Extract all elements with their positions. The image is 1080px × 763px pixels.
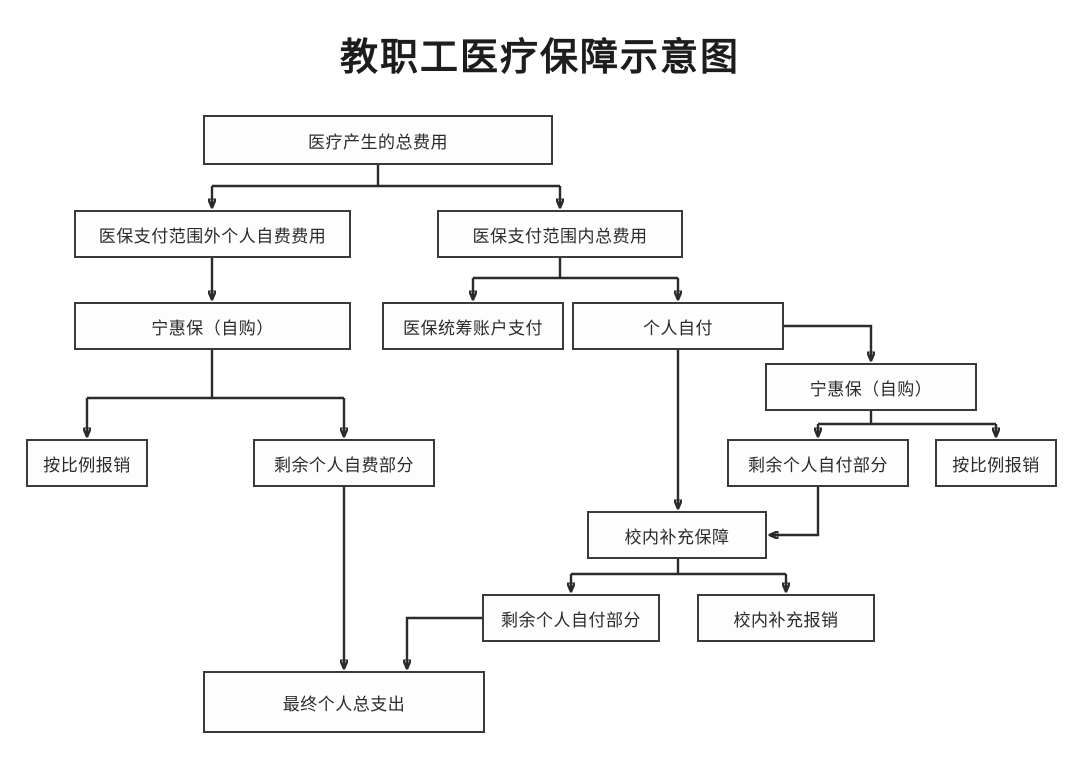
edge-remaining-right-to-campus-supplement: [770, 487, 820, 535]
node-label-final-total-personal-expense: 最终个人总支出: [282, 694, 406, 715]
node-label-ninghuibao-right: 宁惠保（自购）: [809, 379, 933, 400]
node-label-total-cost: 医疗产生的总费用: [308, 132, 448, 153]
node-label-remaining-personal-payment-right: 剩余个人自付部分: [748, 455, 888, 476]
node-label-personal-payment: 个人自付: [643, 318, 713, 339]
node-final-total-personal-expense[interactable]: 最终个人总支出: [203, 671, 485, 733]
node-personal-payment[interactable]: 个人自付: [572, 302, 784, 350]
node-label-pooled-account-payment: 医保统筹账户支付: [403, 318, 543, 339]
node-out-of-scope-self-paid[interactable]: 医保支付范围外个人自费费用: [74, 210, 351, 258]
node-remaining-personal-payment-bottom[interactable]: 剩余个人自付部分: [482, 594, 660, 642]
node-in-scope-total-cost[interactable]: 医保支付范围内总费用: [437, 210, 683, 258]
node-ninghuibao-right[interactable]: 宁惠保（自购）: [765, 363, 977, 411]
node-label-campus-supplementary-coverage: 校内补充保障: [624, 527, 730, 548]
node-label-out-of-scope-self-paid: 医保支付范围外个人自费费用: [98, 226, 327, 247]
edge-remaining-bottom-to-final: [407, 616, 482, 668]
node-remaining-self-paid-left[interactable]: 剩余个人自费部分: [253, 439, 435, 487]
node-proportional-reimbursement-right[interactable]: 按比例报销: [935, 439, 1057, 487]
node-campus-supplementary-reimbursement[interactable]: 校内补充报销: [697, 594, 875, 642]
node-total-cost[interactable]: 医疗产生的总费用: [203, 115, 553, 165]
node-label-remaining-personal-payment-bottom: 剩余个人自付部分: [501, 610, 641, 631]
node-ninghuibao-left[interactable]: 宁惠保（自购）: [74, 302, 351, 350]
node-label-campus-supplementary-reimbursement: 校内补充报销: [733, 610, 839, 631]
node-label-in-scope-total-cost: 医保支付范围内总费用: [472, 226, 648, 247]
node-pooled-account-payment[interactable]: 医保统筹账户支付: [382, 302, 564, 350]
node-label-remaining-self-paid-left: 剩余个人自费部分: [274, 455, 414, 476]
node-label-proportional-reimbursement-left: 按比例报销: [43, 455, 131, 476]
node-label-ninghuibao-left: 宁惠保（自购）: [151, 318, 274, 339]
page-title: 教职工医疗保障示意图: [339, 35, 740, 79]
node-remaining-personal-payment-right[interactable]: 剩余个人自付部分: [727, 439, 909, 487]
node-campus-supplementary-coverage[interactable]: 校内补充保障: [587, 511, 767, 559]
edge-personal-payment-to-ninghuibao-right: [784, 324, 871, 360]
node-proportional-reimbursement-left[interactable]: 按比例报销: [26, 439, 148, 487]
node-label-proportional-reimbursement-right: 按比例报销: [952, 455, 1040, 476]
